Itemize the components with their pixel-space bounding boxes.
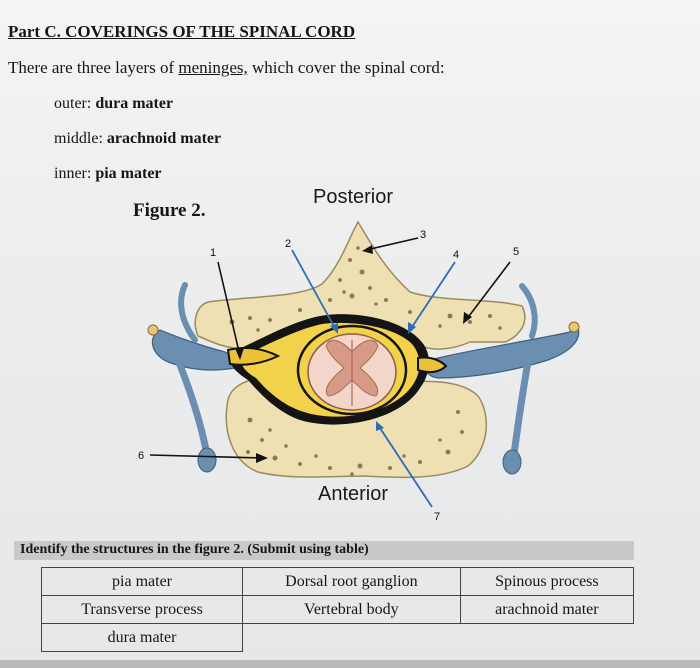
layer-middle-name: arachnoid mater (107, 130, 221, 147)
section-heading: Part C. COVERINGS OF THE SPINAL CORD (8, 22, 355, 42)
anterior-label: Anterior (318, 483, 388, 505)
answer-table: pia mater Dorsal root ganglion Spinous p… (41, 567, 634, 652)
table-cell: Vertebral body (243, 596, 461, 624)
table-cell-empty (460, 624, 633, 652)
callout-4: 4 (453, 249, 459, 261)
table-cell: Spinous process (460, 568, 633, 596)
table-row: pia mater Dorsal root ganglion Spinous p… (42, 568, 634, 596)
callout-7: 7 (434, 511, 440, 523)
callout-6: 6 (138, 450, 144, 462)
spinal-cord-diagram: Posterior (130, 180, 600, 530)
meninges-term: meninges, (178, 58, 247, 77)
callout-1: 1 (210, 247, 216, 259)
table-cell-empty (243, 624, 461, 652)
intro-text-end: which cover the spinal cord: (248, 58, 445, 77)
table-cell: pia mater (42, 568, 243, 596)
layer-middle-prefix: middle: (54, 130, 107, 147)
callout-3: 3 (420, 229, 426, 241)
callout-5: 5 (513, 246, 519, 258)
table-row: Transverse process Vertebral body arachn… (42, 596, 634, 624)
layer-outer: outer: dura mater (54, 95, 173, 113)
intro-text-start: There are three layers of (8, 58, 178, 77)
table-row: dura mater (42, 624, 634, 652)
left-ventral-ramus (178, 360, 206, 450)
right-nerve-end (569, 322, 579, 332)
callout-2: 2 (285, 238, 291, 250)
intro-text: There are three layers of meninges, whic… (8, 58, 445, 78)
layer-outer-prefix: outer: (54, 95, 95, 112)
table-cell: Transverse process (42, 596, 243, 624)
layer-outer-name: dura mater (95, 95, 173, 112)
layer-inner-prefix: inner: (54, 165, 95, 182)
left-nerve-end (148, 325, 158, 335)
instructions-text: Identify the structures in the figure 2.… (20, 542, 369, 558)
posterior-label: Posterior (313, 186, 393, 208)
left-ganglion (198, 448, 216, 472)
table-cell: arachnoid mater (460, 596, 633, 624)
right-ganglion (503, 450, 521, 474)
table-cell: dura mater (42, 624, 243, 652)
right-ventral-ramus (514, 362, 528, 454)
left-dorsal-ramus (181, 285, 195, 340)
table-cell: Dorsal root ganglion (243, 568, 461, 596)
page-bottom-edge (0, 660, 700, 668)
layer-middle: middle: arachnoid mater (54, 130, 221, 148)
